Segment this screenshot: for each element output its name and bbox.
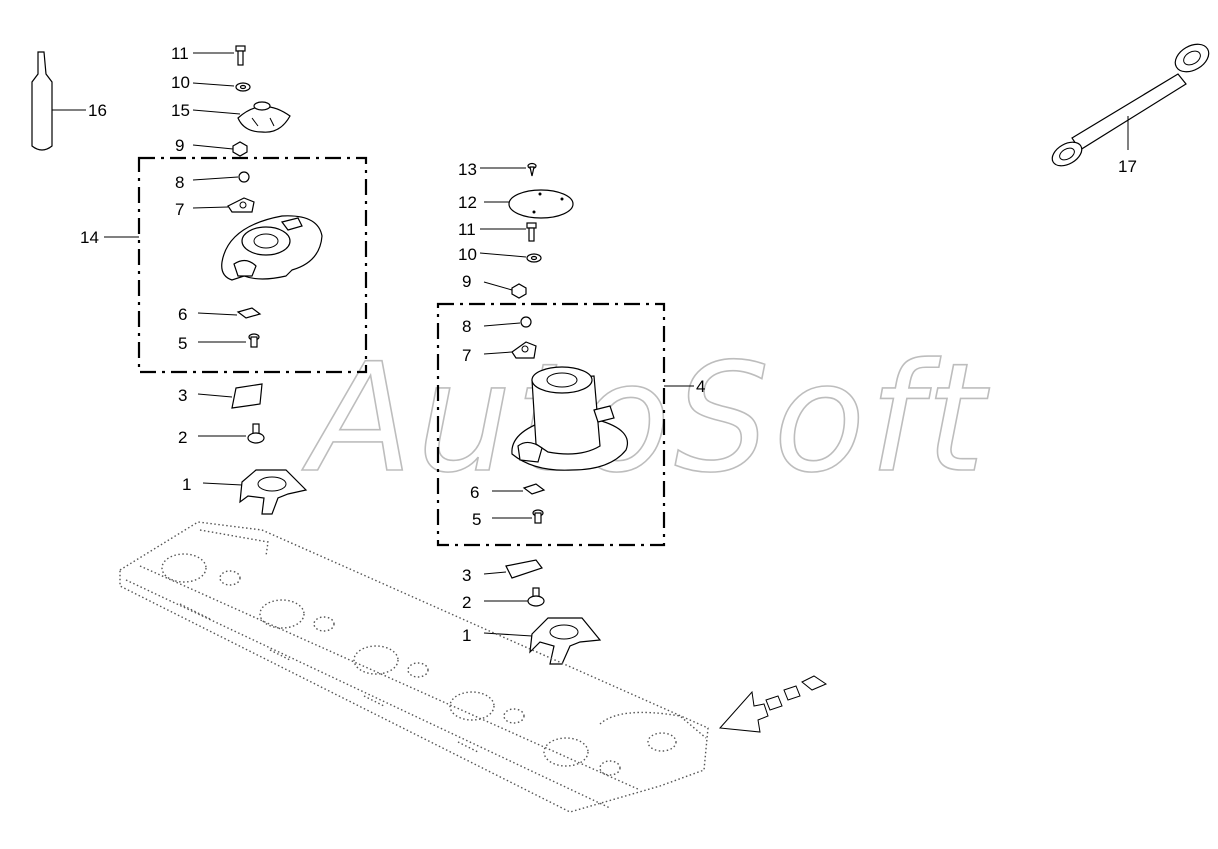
bolt-part bbox=[484, 587, 545, 607]
washer-part bbox=[479, 252, 542, 263]
callout-1: 1 bbox=[182, 475, 191, 494]
callout-2: 2 bbox=[178, 428, 187, 447]
callout-9: 9 bbox=[175, 136, 184, 155]
bolt-part bbox=[193, 45, 246, 66]
washer-part bbox=[192, 82, 251, 92]
cutting-disc-part bbox=[221, 215, 323, 281]
callout-12-r: 12 bbox=[458, 193, 477, 212]
drum-housing-part bbox=[511, 366, 628, 471]
callout-13-r: 13 bbox=[458, 160, 477, 179]
bolt-part bbox=[198, 423, 265, 444]
blade-holder-part bbox=[483, 617, 602, 665]
callout-7: 7 bbox=[175, 200, 184, 219]
bolt-part bbox=[480, 222, 537, 242]
blade-part bbox=[197, 383, 263, 409]
assembly-frame-14 bbox=[137, 156, 368, 374]
nut-part bbox=[483, 281, 527, 299]
bolt-part bbox=[198, 333, 260, 348]
ring-wrench-part bbox=[1051, 43, 1210, 167]
callout-11-r: 11 bbox=[458, 220, 476, 239]
callout-7-r: 7 bbox=[462, 346, 471, 365]
callout-5-r: 5 bbox=[472, 510, 481, 529]
nut-part bbox=[483, 316, 532, 328]
cover-disc-part bbox=[484, 189, 574, 219]
callout-5: 5 bbox=[178, 334, 187, 353]
bracket-part bbox=[192, 197, 255, 213]
callout-3: 3 bbox=[178, 386, 187, 405]
assembly-frame-4 bbox=[436, 302, 666, 547]
direction-arrow-icon bbox=[718, 675, 828, 733]
callout-15: 15 bbox=[171, 101, 190, 120]
blade-holder-part bbox=[202, 469, 308, 515]
callout-6: 6 bbox=[178, 305, 187, 324]
sealant-tube-part bbox=[31, 51, 86, 151]
callout-11: 11 bbox=[171, 44, 189, 63]
cutter-bar-part bbox=[119, 521, 709, 813]
callout-2-r: 2 bbox=[462, 593, 471, 612]
plate-part bbox=[197, 307, 262, 319]
callout-6-r: 6 bbox=[470, 483, 479, 502]
cap-part bbox=[192, 101, 291, 133]
callout-14: 14 bbox=[80, 228, 99, 247]
screw-part bbox=[480, 162, 537, 177]
callout-1-r: 1 bbox=[462, 626, 471, 645]
callout-10-r: 10 bbox=[458, 245, 477, 264]
callout-8: 8 bbox=[175, 173, 184, 192]
blade-part bbox=[483, 559, 543, 579]
callout-9-r: 9 bbox=[462, 272, 471, 291]
callout-4-r: 4 bbox=[696, 377, 705, 396]
nut-part bbox=[192, 171, 250, 183]
callout-3-r: 3 bbox=[462, 566, 471, 585]
nut-part bbox=[192, 141, 248, 157]
callout-10: 10 bbox=[171, 73, 190, 92]
plate-part bbox=[492, 483, 546, 495]
callout-16: 16 bbox=[88, 101, 107, 120]
bracket-part bbox=[483, 341, 537, 359]
callout-8-r: 8 bbox=[462, 317, 471, 336]
callout-17-r: 17 bbox=[1118, 157, 1137, 176]
watermark-text: AutoSoft bbox=[302, 332, 990, 506]
bolt-part bbox=[492, 509, 544, 524]
